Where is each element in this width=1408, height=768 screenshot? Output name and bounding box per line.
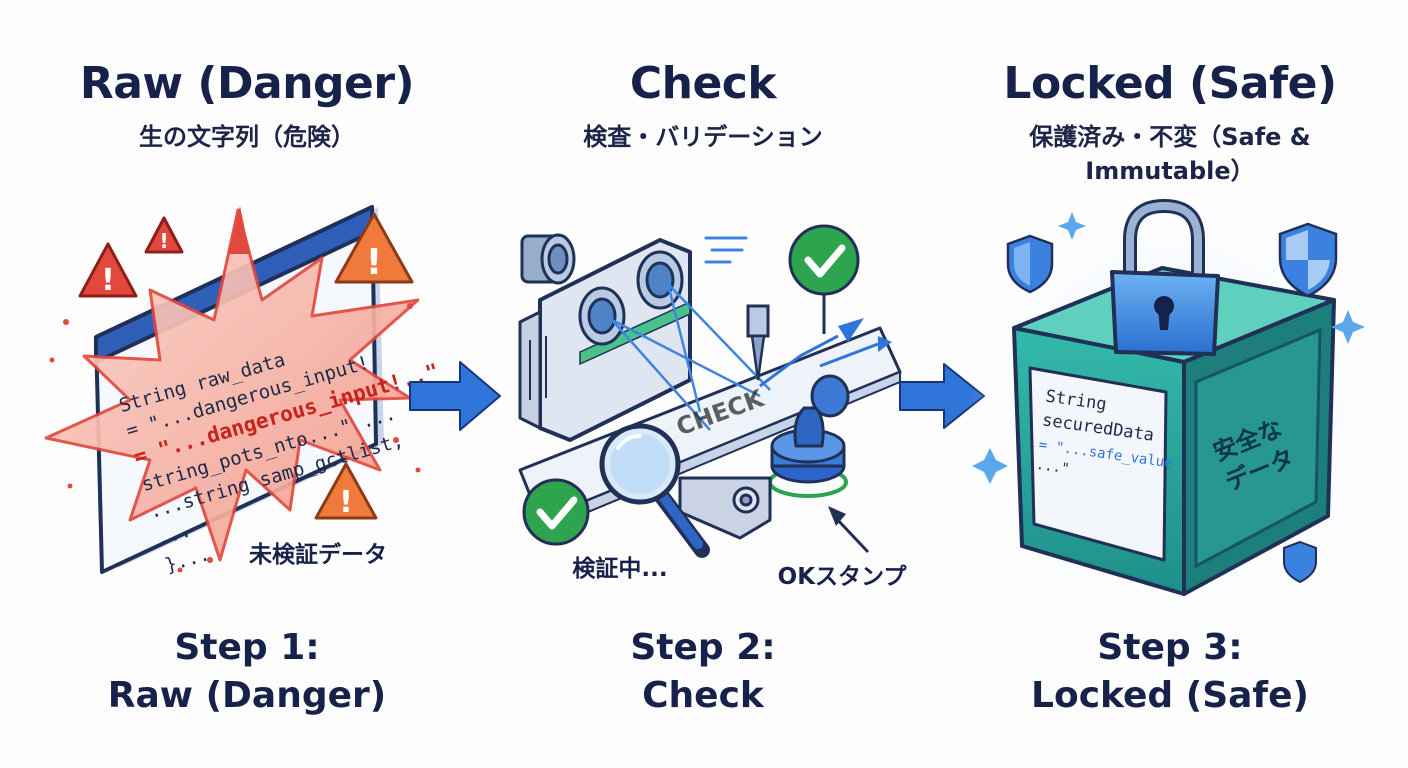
stage1-illustration: String raw_data = "...dangerous_input! =… [44, 205, 441, 577]
warning-icon: ! [334, 212, 414, 284]
stage3-subtitle: 保護済み・不変（Safe & Immutable） [940, 120, 1400, 188]
secure-code-line-4: ..." [1035, 457, 1071, 478]
stage2-subtitle: 検査・バリデーション [583, 123, 823, 151]
step1-number: Step 1: [174, 627, 320, 668]
ok-stamp-label: OKスタンプ [778, 564, 908, 590]
step2-name: Check [642, 675, 764, 716]
shield-icon [1278, 222, 1338, 298]
padlock-icon [1110, 199, 1220, 356]
stage2-title: Check [629, 58, 777, 109]
magnifier-icon [599, 423, 710, 558]
svg-text:!: ! [101, 263, 115, 298]
stage1-subtitle: 生の文字列（危険） [139, 123, 355, 151]
stage3-illustration: 安全な データ String securedData = "...safe_va… [966, 199, 1386, 620]
checkmark-icon [522, 478, 590, 546]
warning-icon [228, 206, 250, 254]
warning-icon: ! [314, 462, 378, 520]
warning-icon: ! [144, 216, 184, 254]
stage3-subtitle-line1: 保護済み・不変（Safe & [1029, 123, 1311, 151]
stage1-title: Raw (Danger) [79, 58, 415, 109]
shield-icon [1006, 234, 1054, 294]
step3-name: Locked (Safe) [1031, 675, 1309, 716]
shield-icon [1283, 540, 1317, 584]
sparkle-icon [972, 212, 1365, 484]
warning-icon: ! [78, 242, 138, 298]
unverified-data-label: 未検証データ [249, 541, 387, 568]
code-line-7: }... [162, 543, 212, 577]
step2-caption: Step 2: Check [473, 624, 933, 720]
step2-number: Step 2: [630, 627, 776, 668]
arrow-right-icon [899, 363, 985, 429]
svg-text:!: ! [339, 485, 353, 520]
stage3-title: Locked (Safe) [1003, 58, 1337, 109]
svg-text:!: ! [159, 229, 168, 253]
stage2-illustration: CHECK [518, 224, 908, 590]
checkmark-icon [788, 224, 860, 334]
arrow-right-icon [409, 361, 501, 431]
svg-text:!: ! [366, 242, 382, 283]
stamp-icon [768, 374, 850, 498]
step3-number: Step 3: [1097, 627, 1243, 668]
stage3-subtitle-line2: Immutable） [1085, 157, 1255, 185]
danger-burst [44, 208, 420, 562]
step1-name: Raw (Danger) [107, 675, 387, 716]
checking-label: 検証中... [572, 555, 667, 582]
step3-caption: Step 3: Locked (Safe) [940, 624, 1400, 720]
step1-caption: Step 1: Raw (Danger) [17, 624, 477, 720]
